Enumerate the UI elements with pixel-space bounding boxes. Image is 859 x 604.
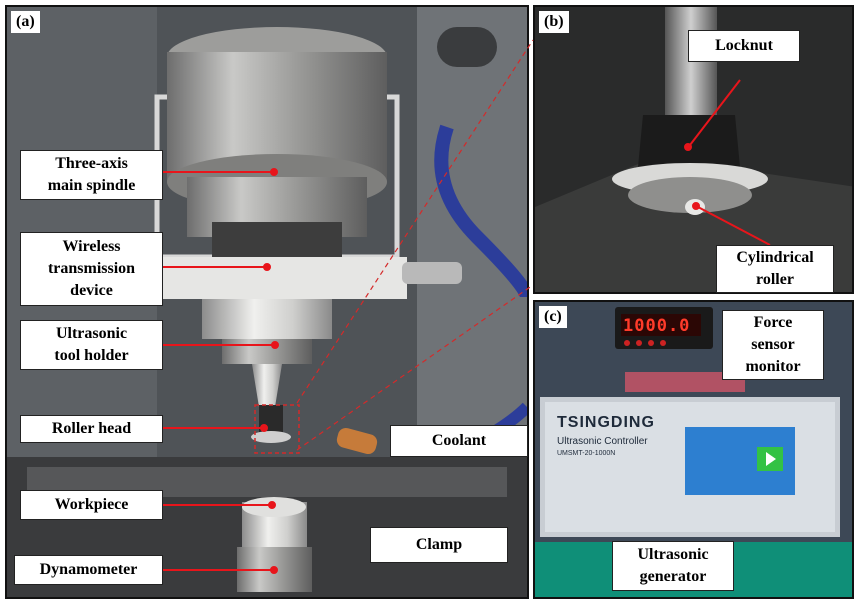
callout-wireless-device: Wireless transmission device xyxy=(20,232,163,306)
controller-model: Ultrasonic Controller xyxy=(557,436,648,447)
controller-code: UMSMT-20-1000N xyxy=(557,450,616,457)
callout-three-axis-spindle-line2: main spindle xyxy=(47,177,136,194)
callout-cylindrical-line2: roller xyxy=(756,271,794,288)
force-display-value: 1000.0 xyxy=(623,316,691,336)
callout-force-line1: Force xyxy=(753,314,793,331)
callout-tool-holder: Ultrasonic tool holder xyxy=(20,320,163,370)
callout-tool-holder-line1: Ultrasonic xyxy=(55,325,128,342)
callout-generator-line2: generator xyxy=(639,568,707,585)
callout-force-sensor-monitor: Force sensor monitor xyxy=(722,310,824,380)
callout-cylindrical-line1: Cylindrical xyxy=(736,249,814,266)
callout-generator-line1: Ultrasonic xyxy=(637,546,709,563)
callout-clamp: Clamp xyxy=(370,527,508,563)
callout-three-axis-spindle: Three-axis main spindle xyxy=(20,150,163,200)
callout-wireless-line1: Wireless xyxy=(62,238,121,255)
callout-dynamometer: Dynamometer xyxy=(14,555,163,585)
panel-c-label: (c) xyxy=(539,306,567,328)
panel-a-label: (a) xyxy=(11,11,40,33)
callout-coolant: Coolant xyxy=(390,425,528,457)
callout-force-line3: monitor xyxy=(745,358,801,375)
callout-cylindrical-roller: Cylindrical roller xyxy=(716,245,834,293)
panel-b-label: (b) xyxy=(539,11,569,33)
callout-roller-head: Roller head xyxy=(20,415,163,443)
callout-workpiece: Workpiece xyxy=(20,490,163,520)
brand-logo: TSINGDING xyxy=(557,414,655,431)
callout-wireless-line3: device xyxy=(70,282,113,299)
callout-tool-holder-line2: tool holder xyxy=(54,347,129,364)
callout-locknut: Locknut xyxy=(688,30,800,62)
callout-wireless-line2: transmission xyxy=(47,260,136,277)
callout-force-line2: sensor xyxy=(751,336,795,353)
callout-three-axis-spindle-line1: Three-axis xyxy=(55,155,128,172)
callout-ultrasonic-generator: Ultrasonic generator xyxy=(612,541,734,591)
